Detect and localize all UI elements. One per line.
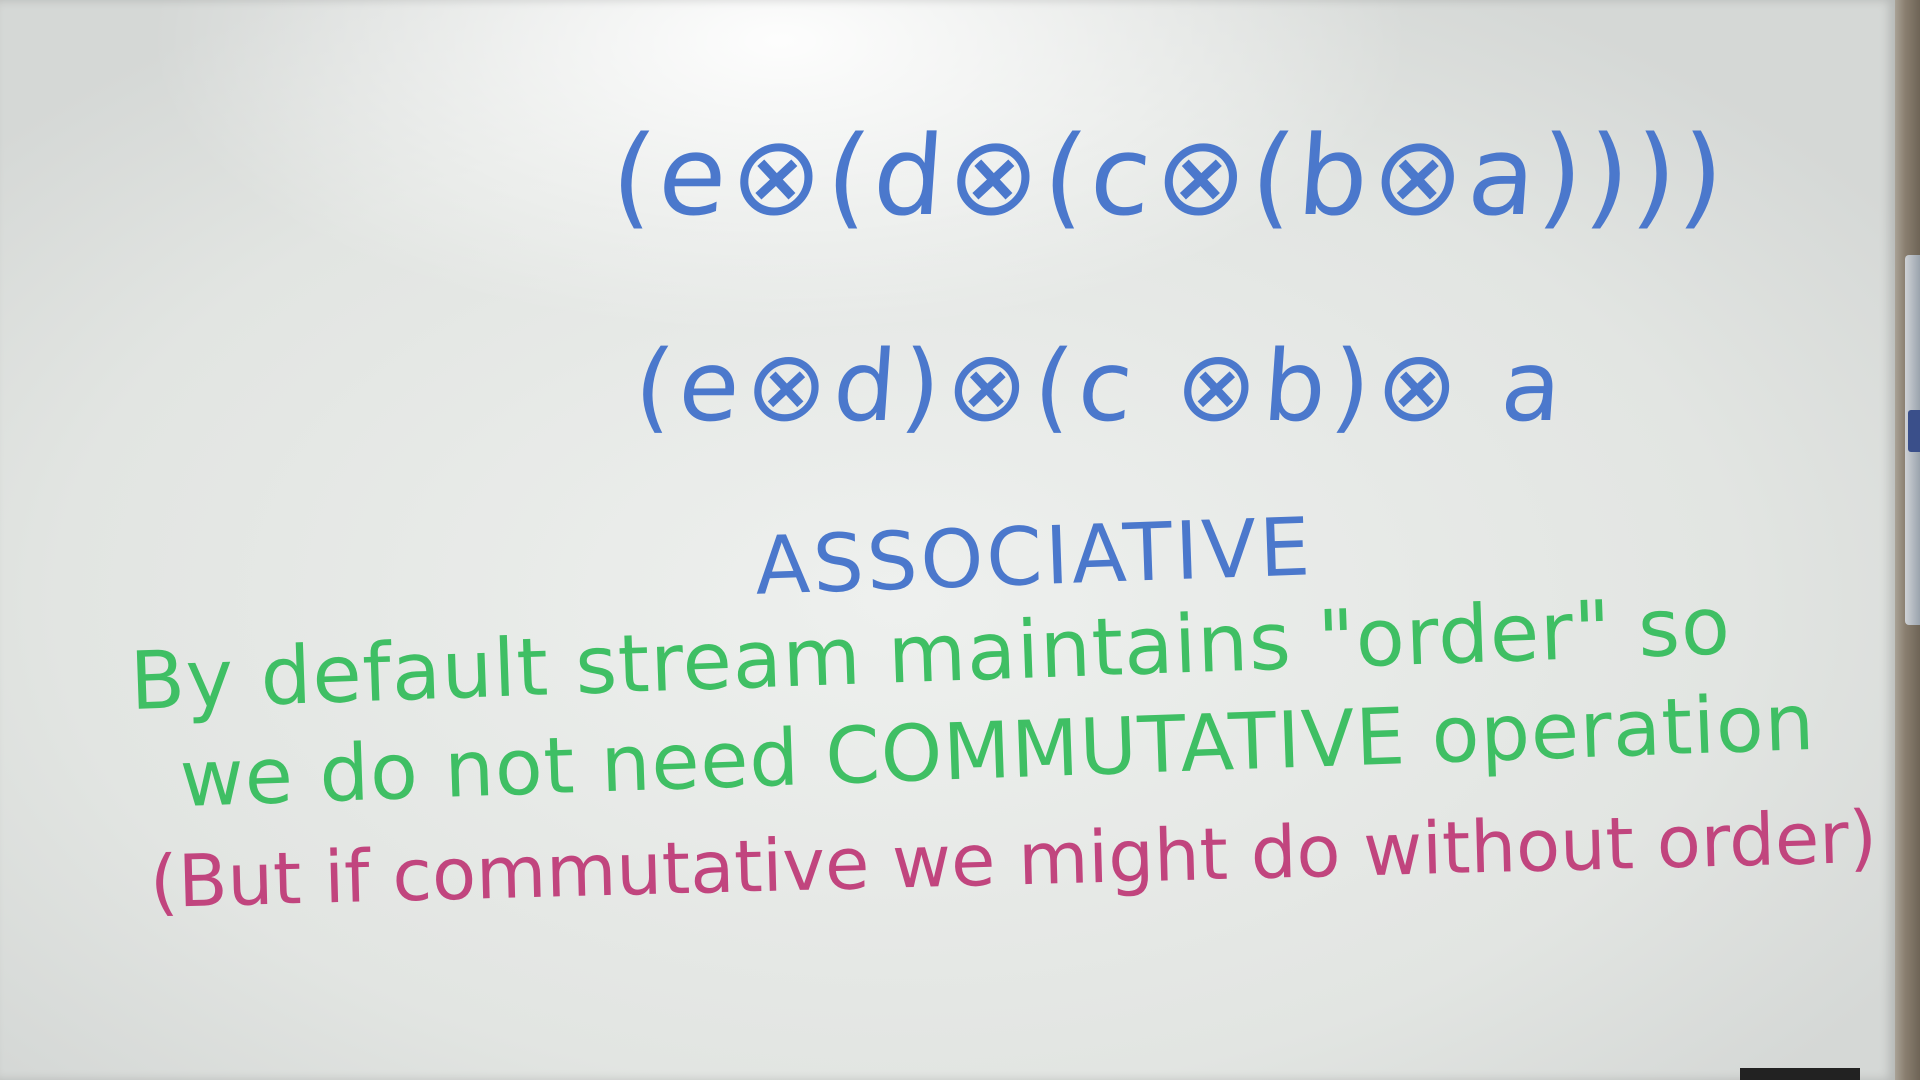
floor-edge (1740, 1068, 1860, 1080)
expression-right-nested: (e⊗(d⊗(c⊗(b⊗a)))) (607, 112, 1732, 240)
expression-left-grouped: (e⊗d)⊗(c ⊗b)⊗ a (631, 330, 1572, 444)
marker-icon (1908, 410, 1920, 452)
